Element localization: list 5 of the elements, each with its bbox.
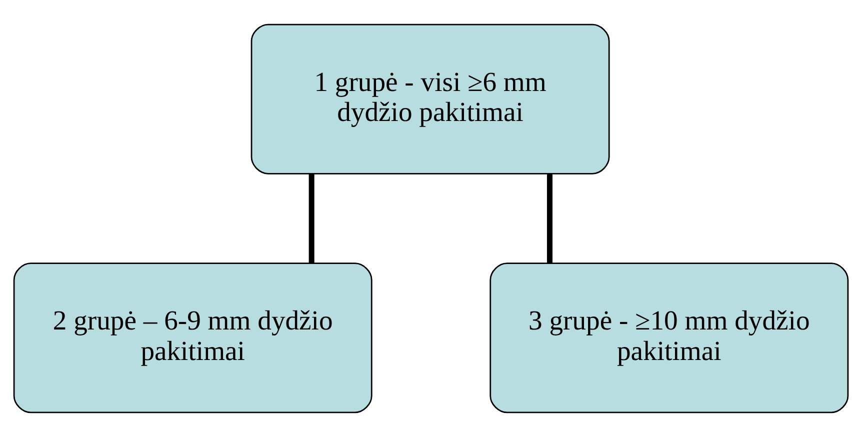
node-box: 3 grupė - ≥10 mm dydžio pakitimai: [490, 262, 849, 413]
node-box: 2 grupė – 6-9 mm dydžio pakitimai: [13, 262, 372, 413]
connector: [546, 174, 552, 263]
connector: [308, 174, 314, 263]
node-box: 1 grupė - visi ≥6 mm dydžio pakitimai: [250, 23, 610, 174]
